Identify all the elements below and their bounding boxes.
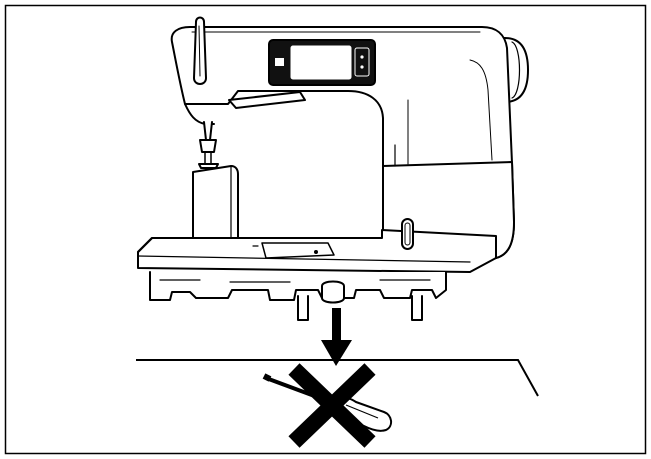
foot-right [411,295,423,321]
needle-bar [203,121,213,141]
prohibition-x-icon [288,363,376,448]
foot-center [321,280,345,304]
table-surface [136,359,539,397]
sewing-machine [137,16,529,321]
needle-plate [261,242,335,259]
underside-mechanism [149,271,447,301]
down-arrow [321,308,352,366]
thread-guide [228,91,306,109]
spool-pin [193,16,207,85]
foot-left [297,295,309,321]
